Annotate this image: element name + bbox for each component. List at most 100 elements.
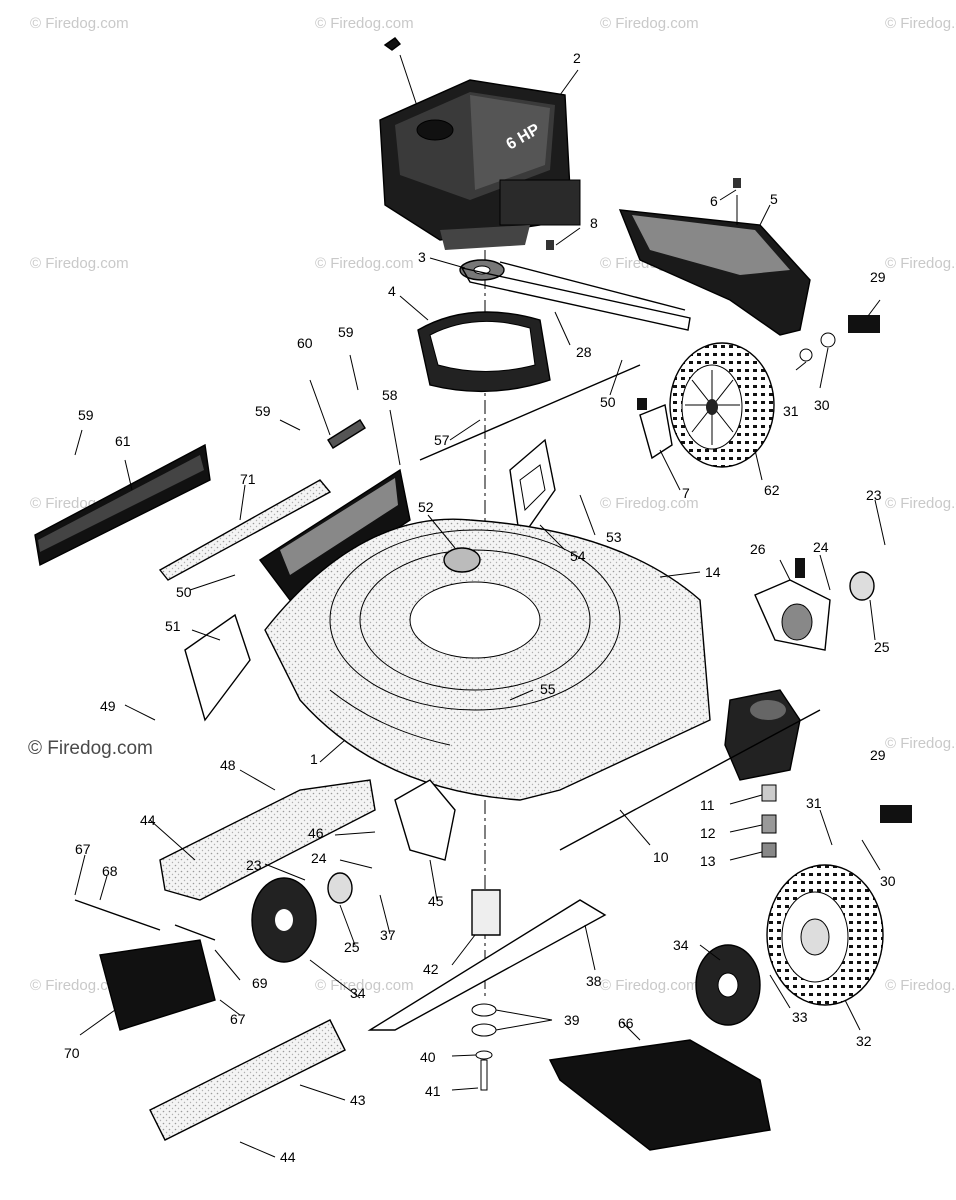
discharge-cover-70 (99, 939, 216, 1031)
rear-wheel-upper (669, 342, 775, 468)
height-adjust-rod (419, 364, 641, 461)
blade-adapter-42 (471, 889, 501, 936)
callout-38: 38 (586, 973, 602, 989)
callout-12: 12 (700, 825, 716, 841)
callout-10: 10 (653, 849, 669, 865)
callout-69: 69 (252, 975, 268, 991)
callout-71: 71 (240, 471, 256, 487)
watermark-text: © Firedog.com (30, 255, 129, 272)
handle-bracket-54 (509, 438, 556, 542)
callout-48: 48 (220, 757, 236, 773)
callout-6: 6 (710, 193, 718, 209)
tread-29-upper (848, 315, 880, 333)
callout-42: 42 (423, 961, 439, 977)
callout-31-lower: 31 (806, 795, 822, 811)
blade-bolt-41 (480, 1059, 488, 1091)
watermark-text: © Firedog.com (885, 15, 956, 32)
callout-53: 53 (606, 529, 622, 545)
rod-68 (74, 899, 161, 931)
watermark-text: © Firedog.com (30, 977, 129, 994)
washer-40 (475, 1050, 493, 1060)
watermark-text: © Firedog.com (885, 255, 956, 272)
callout-31-upper: 31 (783, 403, 799, 419)
transmission (559, 689, 821, 851)
pinion-gear-25-lower (327, 872, 353, 904)
callout-40: 40 (420, 1049, 436, 1065)
callout-58: 58 (382, 387, 398, 403)
hubcap-34-left (251, 877, 317, 963)
mower-deck (264, 518, 711, 801)
callout-3: 3 (418, 249, 426, 265)
watermark-text: © Firedog.com (600, 977, 699, 994)
watermark-text: © Firedog.com (315, 977, 414, 994)
callout-1: 1 (310, 751, 318, 767)
callout-59-middle: 59 (255, 403, 271, 419)
callout-50-lower: 50 (176, 584, 192, 600)
callout-33: 33 (792, 1009, 808, 1025)
leader-lines (74, 69, 886, 1158)
callout-4: 4 (388, 283, 396, 299)
callout-7: 7 (682, 485, 690, 501)
watermark-text: © Firedog.com (885, 495, 956, 512)
callout-29-upper: 29 (870, 269, 886, 285)
watermarks: © Firedog.com © Firedog.com © Firedog.co… (28, 15, 956, 994)
callout-70: 70 (64, 1045, 80, 1061)
callout-25-upper: 25 (874, 639, 890, 655)
callout-59-upper: 59 (338, 324, 354, 340)
watermark-text: © Firedog.com (315, 255, 414, 272)
callout-30-lower: 30 (880, 873, 896, 889)
drive-belt-assembly (459, 259, 691, 331)
callout-24-upper: 24 (813, 539, 829, 555)
callout-11: 11 (700, 797, 715, 813)
callout-24-lower: 24 (311, 850, 327, 866)
callout-62: 62 (764, 482, 780, 498)
callout-2: 2 (573, 50, 581, 66)
callout-30-upper: 30 (814, 397, 830, 413)
callout-43: 43 (350, 1092, 366, 1108)
callout-13: 13 (700, 853, 716, 869)
wheel-adjuster-45 (394, 779, 456, 861)
tread-29-lower (880, 805, 912, 823)
watermark-text: © Firedog.com (600, 495, 699, 512)
callout-26: 26 (750, 541, 766, 557)
wheel-adjuster-26 (754, 558, 831, 651)
washer-31 (799, 348, 813, 362)
callout-45: 45 (428, 893, 444, 909)
callout-labels: 2 3 4 5 6 7 8 10 11 12 13 14 23 23 24 24… (64, 50, 896, 1165)
callout-51: 51 (165, 618, 181, 634)
callout-59-left: 59 (78, 407, 94, 423)
callout-37: 37 (380, 927, 396, 943)
belt-guard (417, 311, 551, 393)
callout-28: 28 (576, 344, 592, 360)
washer-39a (471, 1003, 497, 1017)
belt-cover (618, 195, 811, 336)
engine: 6 HP (379, 37, 581, 250)
callout-67-upper: 67 (75, 841, 91, 857)
callout-14: 14 (705, 564, 721, 580)
callout-46: 46 (308, 825, 324, 841)
callout-44-upper: 44 (140, 812, 156, 828)
rear-baffle-48 (159, 779, 376, 901)
callout-5: 5 (770, 191, 778, 207)
watermark-text: © Firedog.com (885, 735, 956, 752)
callout-32: 32 (856, 1033, 872, 1049)
rear-skirt-43 (149, 1019, 346, 1141)
rear-flap-assembly (258, 379, 411, 601)
washer-39b (471, 1023, 497, 1037)
callout-52: 52 (418, 499, 434, 515)
callout-61: 61 (115, 433, 131, 449)
bracket-51 (184, 613, 251, 722)
washer-30 (820, 332, 836, 348)
callout-23-lower: 23 (246, 857, 262, 873)
bolts-upper (546, 178, 741, 250)
callout-34-right: 34 (673, 937, 689, 953)
callout-68: 68 (102, 863, 118, 879)
hubcap-34-right (695, 944, 761, 1026)
callout-54: 54 (570, 548, 586, 564)
callout-66: 66 (618, 1015, 634, 1031)
callout-60: 60 (297, 335, 313, 351)
callout-55: 55 (540, 681, 556, 697)
bushing-set (761, 784, 777, 858)
callout-29-lower: 29 (870, 747, 886, 763)
watermark-text: © Firedog.com (885, 977, 956, 994)
